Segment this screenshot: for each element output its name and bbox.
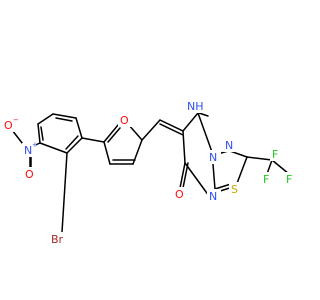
atom-n-nitro: N (24, 144, 32, 157)
atom-o-nitro: O (4, 119, 13, 132)
bond-line (65, 135, 79, 150)
molecule-structure: O − N + O Br O NH N N F F F O N (2, 99, 296, 246)
bond-line (39, 142, 68, 154)
atom-s: S (231, 183, 238, 196)
atom-n-thiadiazole: N (225, 139, 233, 152)
atom-o-nitro-2: O (25, 168, 34, 181)
bond-line (81, 137, 105, 143)
atom-o-carbonyl: O (175, 188, 184, 201)
bond-layer (11, 112, 290, 233)
bond-line (179, 162, 186, 189)
atom-f-1: F (272, 148, 278, 161)
bond-line (184, 162, 210, 197)
bond-line (103, 141, 111, 165)
atom-n-bridge: N (209, 151, 217, 164)
atom-n-pyrimidine: N (209, 190, 217, 203)
bond-line (246, 156, 273, 161)
bond-line (75, 117, 83, 139)
atom-nh-imine: NH (187, 100, 204, 113)
atom-f-3: F (286, 173, 292, 186)
bond-line (40, 126, 44, 141)
bond-line (52, 113, 77, 119)
atom-br: Br (51, 233, 64, 246)
bond-line (103, 124, 119, 143)
bond-line (182, 162, 189, 189)
bond-line (107, 127, 121, 143)
bond-line (159, 123, 184, 136)
bond-line (37, 123, 41, 144)
bond-line (235, 156, 248, 187)
bond-line (197, 112, 213, 153)
atom-o-furan: O (120, 114, 129, 127)
bond-line (61, 152, 68, 233)
bond-line (159, 119, 184, 132)
atom-label-layer: O − N + O Br O NH N N F F F O N (2, 99, 296, 246)
bond-line (37, 113, 54, 125)
bond-line (198, 112, 209, 117)
bond-line (55, 117, 73, 122)
bond-line (266, 159, 273, 175)
bond-line (182, 112, 199, 132)
bond-line (182, 130, 186, 164)
bond-line (66, 137, 83, 154)
charge-minus: − (13, 116, 19, 124)
atom-f-2: F (263, 173, 269, 186)
bond-line (141, 119, 161, 141)
bond-line (271, 159, 290, 175)
charge-plus: + (32, 141, 38, 149)
